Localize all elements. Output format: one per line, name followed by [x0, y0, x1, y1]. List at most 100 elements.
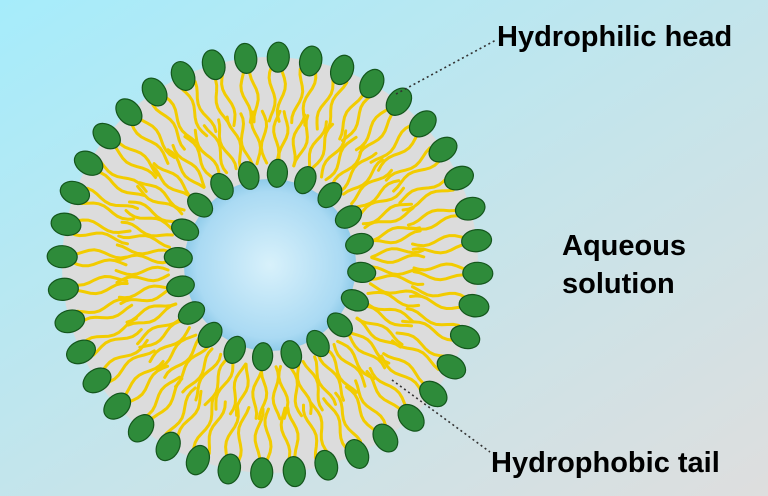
lipid-tail [334, 391, 362, 443]
lipid-tail [126, 302, 178, 327]
lipid-head [210, 172, 234, 201]
lipid-tail [342, 158, 384, 196]
lipid-tail [406, 207, 462, 227]
lipid-head [329, 54, 355, 86]
lipid-tail [171, 143, 206, 189]
lipid-tail [292, 114, 310, 168]
lipid-tail [108, 349, 156, 384]
lipid-tail [111, 142, 158, 179]
lipid-tail [239, 67, 253, 124]
lipid-head [103, 392, 132, 420]
lipid-head [115, 98, 143, 127]
lipid-tail [224, 403, 240, 460]
lipid-head [50, 212, 82, 237]
lipid-tail [163, 95, 197, 144]
lipid-tail [259, 109, 269, 165]
lipid-tail [324, 135, 358, 182]
lipid-tail [307, 120, 328, 173]
lipid-head [359, 68, 385, 99]
lipid-tail [154, 333, 198, 371]
lipid-head [59, 180, 91, 206]
lipid-tail [302, 403, 319, 460]
lipid-head [187, 192, 214, 218]
lipid-tail [217, 118, 238, 171]
lipid-tail [358, 109, 397, 154]
lipid-tail [117, 234, 171, 249]
lipid-head [266, 158, 289, 188]
lipid-tail [253, 407, 265, 465]
lipid-head [163, 246, 193, 269]
lipid-head [251, 342, 274, 372]
head-pointer-line [395, 39, 497, 95]
aqueous-solution-label: Aqueous solution [562, 227, 686, 303]
lipid-tail [291, 113, 307, 168]
lipid-tail [398, 175, 449, 205]
lipid-head [317, 182, 343, 209]
lipid-head [282, 456, 306, 488]
lipid-head [345, 232, 374, 255]
hydrophilic-head-label: Hydrophilic head [497, 21, 733, 53]
lipid-head [454, 196, 486, 221]
lipid-head [449, 324, 481, 350]
lipid-tail [248, 66, 260, 124]
lipid-tail [75, 218, 132, 235]
lipid-tail [315, 75, 335, 131]
lipid-head [280, 340, 303, 369]
lipid-head [223, 335, 246, 364]
lipid-tail [94, 169, 146, 197]
lipid-head [217, 453, 242, 485]
lipid-head [372, 423, 399, 453]
lipid-head [234, 42, 258, 74]
lipid-head [436, 354, 467, 380]
hydrophobic-tail-label: Hydrophobic tail [491, 447, 720, 479]
lipid-tail [183, 135, 217, 181]
lipid-tail [214, 358, 235, 411]
lipid-tail [181, 347, 214, 394]
lipid-tail [410, 285, 467, 299]
lipid-tail [370, 247, 425, 259]
lipid-tail [150, 164, 194, 201]
lipid-tail [320, 129, 348, 179]
lipid-tail [176, 389, 203, 442]
lipid-tail [355, 316, 404, 346]
lipid-tail [203, 356, 230, 407]
lipid-tail [361, 304, 413, 328]
lipid-head [347, 261, 377, 284]
lipid-tail [412, 270, 470, 282]
lipid-tail [308, 122, 335, 173]
lipid-tail [367, 229, 422, 245]
lipid-tail [202, 124, 229, 175]
lipid-tail [345, 330, 387, 370]
lipid-head [92, 122, 121, 150]
lipid-head [66, 339, 96, 365]
lipid-head [127, 414, 155, 443]
lipid-tail [124, 209, 176, 233]
lipid-tail [163, 336, 201, 379]
lipid-tail [296, 361, 313, 415]
lipid-tail [234, 362, 250, 417]
aqueous-label-line2: solution [562, 268, 675, 300]
lipid-head [298, 45, 323, 77]
lipid-tail [322, 397, 348, 450]
lipid-head [82, 367, 112, 394]
lipid-head [177, 301, 206, 325]
lipid-tail [370, 253, 426, 264]
lipid-tail [357, 186, 405, 218]
lipid-head [73, 150, 104, 176]
lipid-head [250, 457, 274, 489]
lipid-tail [228, 362, 248, 416]
lipid-tail [392, 160, 441, 193]
lipid-head [461, 229, 493, 253]
lipid-tail [339, 151, 378, 193]
lipid-tail [85, 186, 139, 210]
aqueous-label-line1: Aqueous [562, 230, 687, 262]
hydrophilic-heads-group [46, 41, 494, 489]
lipid-tail [368, 366, 409, 410]
lipid-tail [290, 67, 305, 125]
tail-pointer-line [391, 379, 491, 453]
lipid-tail [384, 146, 432, 182]
lipid-tail [271, 365, 282, 421]
lipid-tail [211, 73, 232, 129]
lipid-head [344, 439, 370, 469]
lipid-tail [152, 162, 194, 201]
